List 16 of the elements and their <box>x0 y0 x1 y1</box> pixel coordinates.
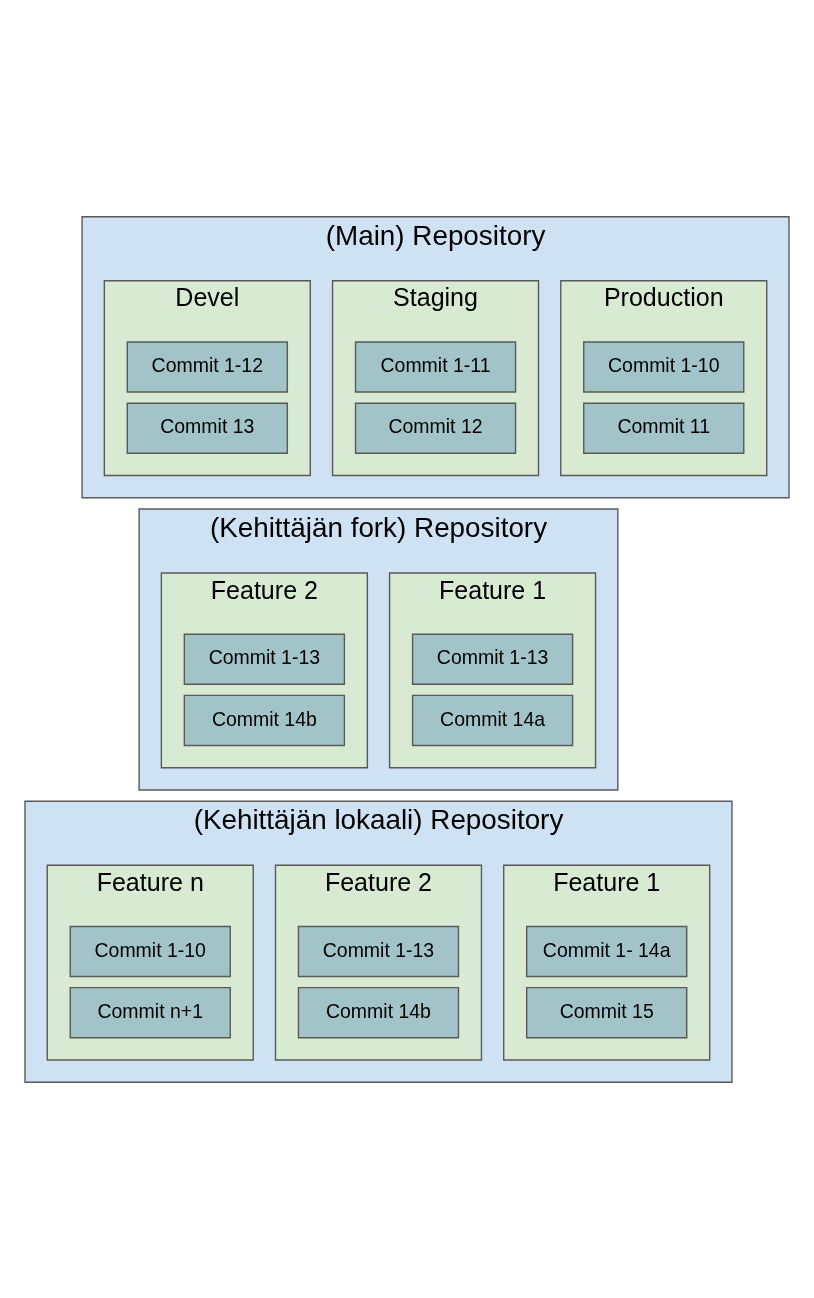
node-box: Commit 11 <box>583 402 745 454</box>
node-box: Commit 1-10 <box>583 340 745 393</box>
node-box: Commit 1- 14a <box>526 925 688 977</box>
node-box: Commit 1-13 <box>411 633 574 685</box>
node-box: Commit 1-12 <box>126 340 288 393</box>
node-box: Commit 1-13 <box>297 925 460 977</box>
node-box: Commit 12 <box>354 402 517 454</box>
node-box: Commit 14a <box>411 694 574 746</box>
node-box: Commit n+1 <box>69 986 231 1038</box>
node-box: Commit 1-13 <box>183 633 346 685</box>
node-box: Commit 14b <box>183 694 346 746</box>
node-box: Commit 15 <box>526 986 688 1038</box>
node-box: Commit 14b <box>297 986 460 1038</box>
node-box: Commit 13 <box>126 402 288 454</box>
node-box: Commit 1-11 <box>354 340 517 393</box>
node-box: Commit 1-10 <box>69 925 231 977</box>
